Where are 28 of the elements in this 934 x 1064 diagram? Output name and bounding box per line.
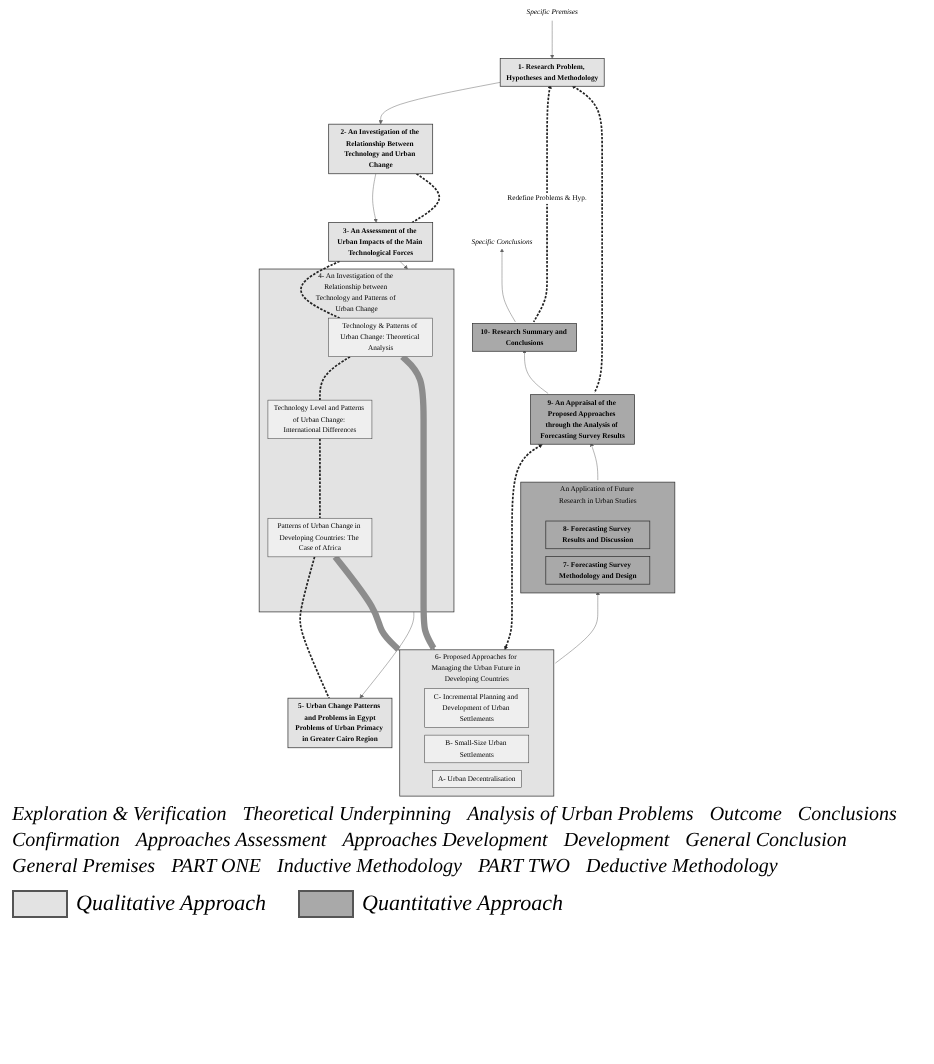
side-label: Exploration & Verification xyxy=(12,804,227,826)
side-label: Approaches Development xyxy=(342,830,548,852)
arrow xyxy=(332,554,401,652)
arrow xyxy=(504,444,543,650)
connector-line xyxy=(300,260,341,319)
side-label: Inductive Methodology xyxy=(276,856,462,878)
connector-line xyxy=(299,556,330,700)
side-label: General Conclusion xyxy=(685,830,847,852)
side-label: Approaches Assessment xyxy=(135,830,327,852)
connector-line xyxy=(319,437,321,520)
side-label: Confirmation xyxy=(12,830,120,852)
side-label: Analysis of Urban Problems xyxy=(467,804,694,826)
connector xyxy=(411,172,441,224)
arrow xyxy=(532,84,552,323)
arrow xyxy=(571,85,603,394)
side-label: PART ONE xyxy=(171,856,261,878)
arrow xyxy=(400,354,437,650)
connector-line xyxy=(319,355,351,401)
arrow xyxy=(399,261,408,270)
side-label: Outcome xyxy=(709,804,782,826)
side-label: Deductive Methodology xyxy=(585,856,778,878)
legend-label: Qualitative Approach xyxy=(76,892,267,916)
legend-label: Quantitative Approach xyxy=(362,892,564,916)
side-label: Theoretical Underpinning xyxy=(242,804,452,826)
side-label: PART TWO xyxy=(477,856,570,878)
side-label: Conclusions xyxy=(797,804,897,826)
side-label: Development xyxy=(563,830,670,852)
side-label: General Premises xyxy=(12,856,156,878)
